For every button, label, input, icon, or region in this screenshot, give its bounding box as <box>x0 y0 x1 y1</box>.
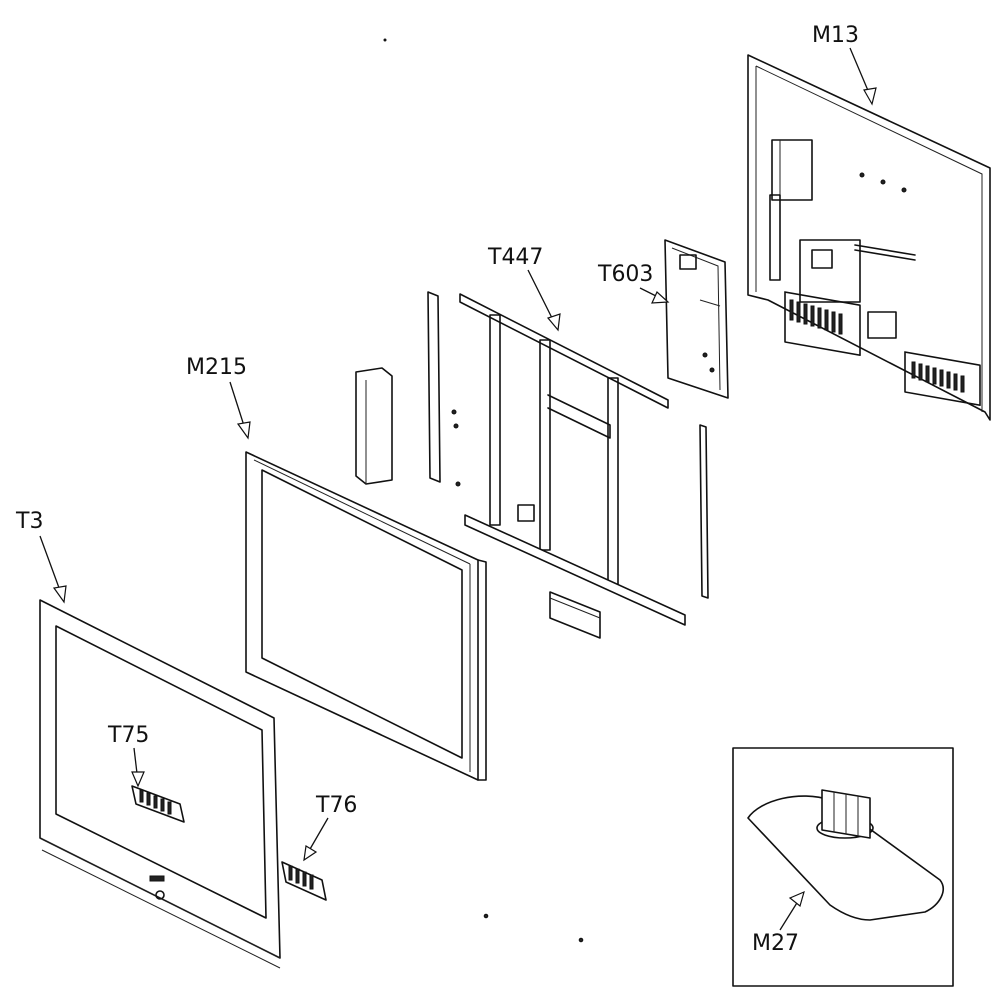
label-t76: T76 <box>315 793 357 818</box>
callout-t76: T76 <box>303 793 357 862</box>
callout-t3: T3 <box>15 509 67 604</box>
callout-t603: T603 <box>597 262 670 304</box>
part-m215-bezel <box>245 451 487 781</box>
label-t603: T603 <box>597 262 653 287</box>
label-m27: M27 <box>752 931 799 956</box>
label-t447: T447 <box>487 245 543 270</box>
part-t3-front-bezel <box>39 599 281 969</box>
label-m13: M13 <box>812 23 859 48</box>
part-right-side-rail <box>699 424 709 599</box>
callout-t447: T447 <box>487 245 561 332</box>
part-t75-connector <box>131 785 185 823</box>
label-t75: T75 <box>107 723 149 748</box>
part-m13-back-cover <box>747 54 991 421</box>
part-side-bracket <box>355 367 393 485</box>
callout-m13: M13 <box>812 23 877 106</box>
callout-m27: M27 <box>752 890 805 956</box>
label-t3: T3 <box>15 509 43 534</box>
part-t76-connector <box>281 861 327 901</box>
callout-m215: M215 <box>186 355 251 440</box>
label-m215: M215 <box>186 355 247 380</box>
callout-t75: T75 <box>107 723 149 788</box>
part-m27-stand <box>747 789 944 921</box>
part-lower-bracket <box>549 591 601 639</box>
part-t603-board <box>664 239 729 399</box>
screws <box>451 409 461 487</box>
stray-marks <box>383 38 584 943</box>
inset-box-m27 <box>732 747 954 987</box>
part-left-side-rail <box>427 291 441 483</box>
part-t447-frame <box>459 293 686 626</box>
